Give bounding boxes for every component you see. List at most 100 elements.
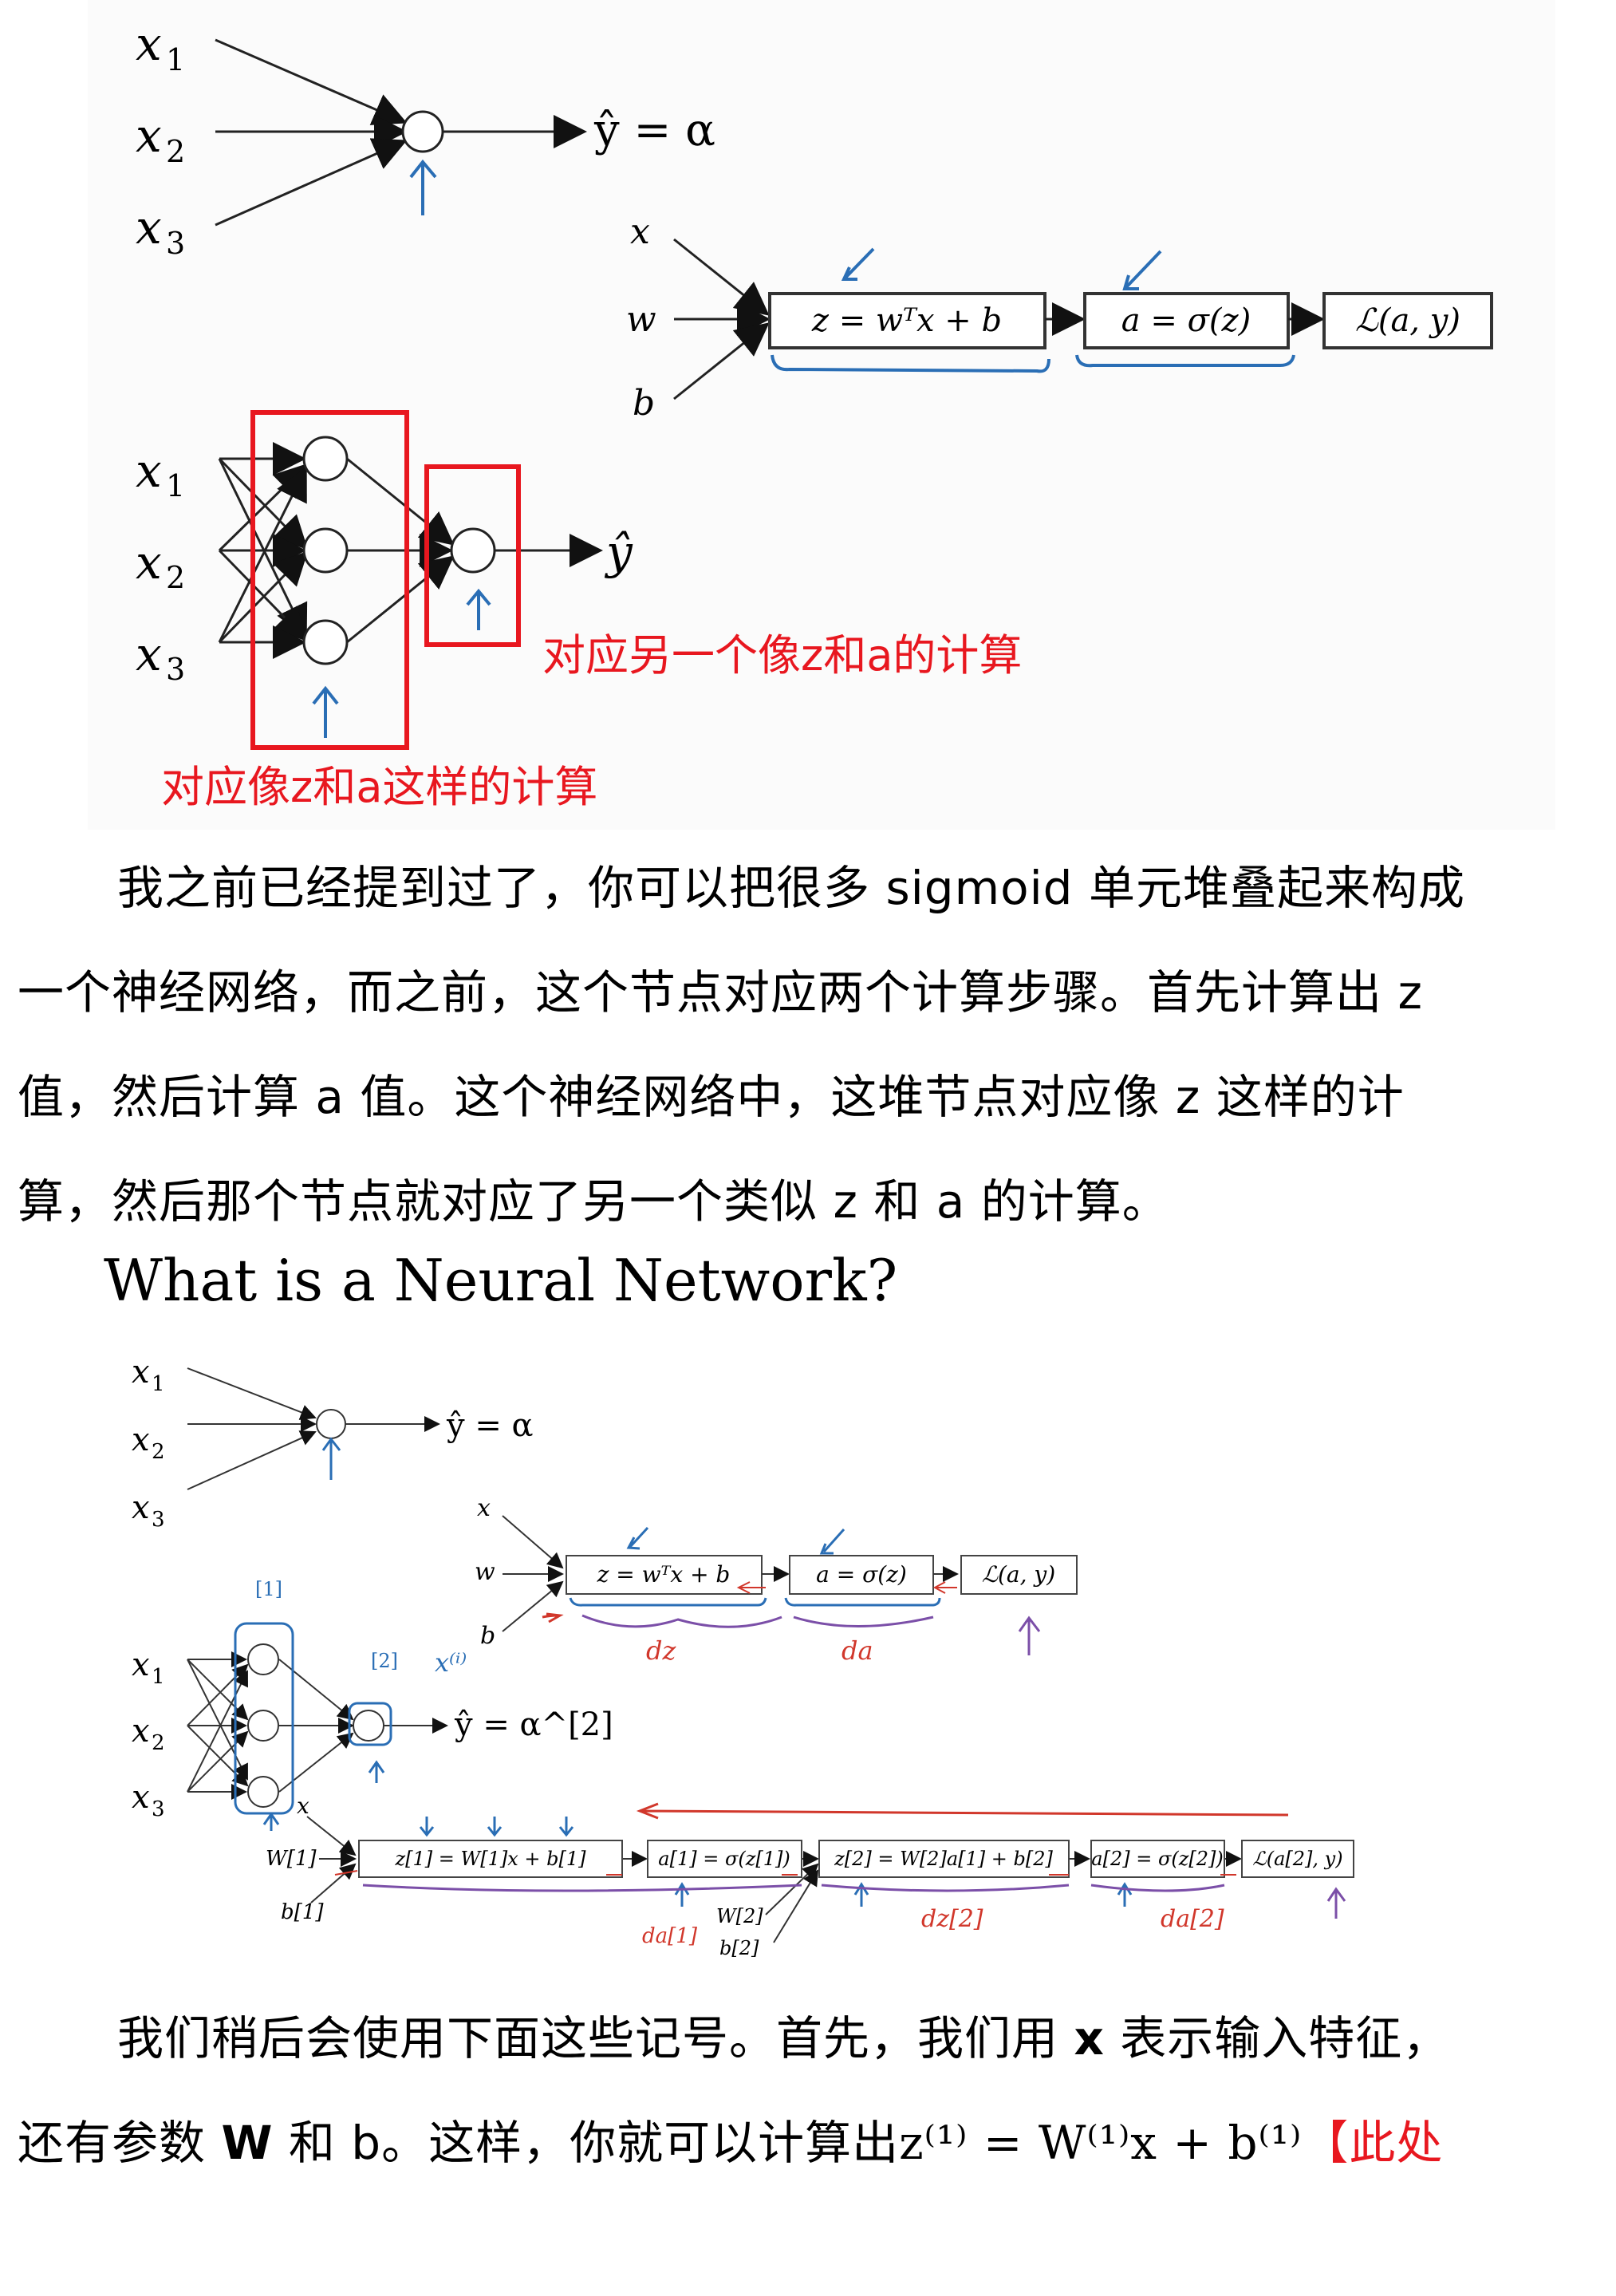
blue-check-icon (626, 1526, 649, 1550)
f2-layer2-mark: [2] (371, 1650, 398, 1672)
nn-output-yhat: ŷ (604, 525, 633, 579)
f2-layer1-mark: [1] (255, 1578, 282, 1600)
f2-output-layer-box (348, 1702, 392, 1746)
figure1-svg: x 1 x 2 x 3 ŷ = α x w b z = wᵀx + b a = … (136, 17, 1493, 812)
blue-check-icon (841, 247, 875, 281)
caption-output-node: 对应另一个像z和a的计算 (542, 630, 1022, 681)
paragraph-2-line1: 我们稍后会使用下面这些记号。首先，我们用 x 表示输入特征， (18, 1986, 1485, 2091)
f2-x3-sub: 3 (152, 1508, 165, 1532)
f2-nn-output: ŷ = α^[2] (454, 1706, 613, 1743)
figure-what-is-nn: What is a Neural Network? x 1 x 2 x 3 ŷ … (72, 1241, 1492, 1971)
loss-box (1322, 292, 1493, 349)
f2-nn-x3-sub: 3 (152, 1797, 165, 1821)
f2-output-label: ŷ = α (446, 1407, 534, 1444)
neuron-node (401, 110, 444, 153)
f2-chain-z1: z[1] = W[1]x + b[1] (395, 1848, 587, 1870)
f2-x1: x (132, 1354, 150, 1391)
single-neuron-diagram: x 1 x 2 x 3 ŷ = α (136, 17, 715, 261)
lr-input-b: b (633, 383, 655, 424)
input-x2-sub: 2 (166, 134, 185, 169)
f2-hidden-layer-box (234, 1622, 294, 1815)
f2-nn-x1: x (132, 1647, 150, 1683)
nn-input-x2-sub: 2 (166, 560, 185, 595)
input-x3-label: x (136, 200, 162, 254)
p2-text-a: 我们稍后会使用下面这些记号。首先，我们用 (117, 2011, 1074, 2065)
caption-hidden-layer: 对应像z和a这样的计算 (161, 762, 597, 812)
output-node (450, 527, 496, 574)
nn-input-x3-sub: 3 (166, 652, 185, 687)
f2-lr-w: w (475, 1558, 495, 1586)
nn-input-x1-sub: 1 (166, 468, 185, 503)
p2-note: 【此处 (1302, 2116, 1444, 2170)
p2-formula: z⁽¹⁾ = W⁽¹⁾x + b⁽¹⁾ (899, 2116, 1303, 2170)
p2-text-c: 还有参数 (18, 2116, 222, 2170)
f2-chain-w2: W[2] (716, 1905, 763, 1927)
f2-lr-x: x (477, 1494, 491, 1522)
f2-x2-sub: 2 (152, 1440, 165, 1464)
blue-check-icon (1122, 250, 1162, 290)
f2-chain-a2: a[2] = σ(z[2]) (1091, 1848, 1223, 1870)
p2-text-d: 和 b。这样，你就可以计算出 (273, 2116, 900, 2170)
f2-nn-x2-sub: 2 (152, 1731, 165, 1755)
f2-xi-mark: x⁽ⁱ⁾ (435, 1647, 467, 1678)
f2-z-box: z = wᵀx + b (597, 1561, 731, 1588)
f2-chain-b2: b[2] (719, 1937, 759, 1959)
f2-chain-dz2: dz[2] (921, 1905, 983, 1933)
hidden-layer-red-box (250, 410, 409, 750)
z-box (768, 292, 1046, 349)
f2-chain-z2: z[2] = W[2]a[1] + b[2] (834, 1848, 1053, 1870)
output-yhat-label: ŷ = α (593, 105, 715, 156)
f2-x1-sub: 1 (152, 1372, 165, 1396)
backprop-arrow-icon (636, 1802, 1289, 1820)
p2-text-b: 表示输入特征， (1104, 2011, 1450, 2065)
f2-nn-x2: x (132, 1713, 150, 1750)
f2-chain-a1: a[1] = σ(z[1]) (658, 1848, 790, 1870)
f2-a-box: a = σ(z) (816, 1561, 907, 1588)
purple-up-arrow-icon (1018, 1615, 1041, 1655)
f2-lr-b: b (480, 1622, 495, 1650)
a-box (1083, 292, 1290, 349)
f2-chain-b1: b[1] (281, 1900, 324, 1924)
input-x1-sub: 1 (166, 42, 185, 77)
hidden-node (302, 436, 349, 482)
lr-input-w: w (626, 299, 656, 340)
p2-bold-x: x (1074, 2011, 1105, 2065)
f2-x3: x (132, 1489, 150, 1526)
f2-chain-da2: da[2] (1161, 1905, 1224, 1933)
nn-input-x2: x (136, 535, 162, 590)
blue-up-arrow-icon (409, 159, 437, 215)
figure-logistic-to-nn: x 1 x 2 x 3 ŷ = α x w b z = wᵀx + b a = … (88, 0, 1555, 830)
loss-box-formula: ℒ(a, y) (1355, 302, 1460, 339)
paragraph-2-line2: 还有参数 W 和 b。这样，你就可以计算出z⁽¹⁾ = W⁽¹⁾x + b⁽¹⁾… (18, 2091, 1485, 2195)
lr-input-x: x (630, 211, 650, 252)
logistic-computation-graph: x w b z = wᵀx + b a = σ(z) ℒ(a, y) (626, 211, 1493, 424)
f2-nn-x3: x (132, 1779, 150, 1816)
paragraph-1-text: 我之前已经提到过了，你可以把很多 sigmoid 单元堆叠起来构成一个神经网络，… (18, 861, 1465, 1229)
purple-brace-icon (581, 1614, 782, 1628)
blue-brace-icon (771, 354, 1050, 373)
f2-chain-loss: ℒ(a[2], y) (1252, 1848, 1342, 1870)
blue-up-arrow-icon (321, 1437, 341, 1480)
input-x1-label: x (136, 17, 162, 71)
paragraph-1: 我之前已经提到过了，你可以把很多 sigmoid 单元堆叠起来构成一个神经网络，… (18, 836, 1485, 1254)
f2-nn-x1-sub: 1 (152, 1665, 165, 1689)
figure2-svg: What is a Neural Network? x 1 x 2 x 3 ŷ … (104, 1247, 1354, 1959)
nn-input-x1: x (136, 444, 162, 498)
f2-chain-da1: da[1] (642, 1924, 698, 1948)
f2-grad-dz: dz (646, 1635, 676, 1666)
blue-up-arrow-icon (466, 588, 491, 630)
hidden-node (302, 619, 349, 665)
blue-check-icon (819, 1529, 845, 1555)
z-box-formula: z = wᵀx + b (811, 302, 1002, 339)
a-box-formula: a = σ(z) (1121, 302, 1251, 339)
f2-x2: x (132, 1422, 150, 1458)
p2-bold-W: W (221, 2116, 274, 2170)
neural-network-diagram: x 1 x 2 x 3 ŷ 对应另一个像z和a的计算 (136, 410, 1022, 812)
f2-chain-w1: W[1] (266, 1847, 317, 1871)
hidden-node (302, 527, 349, 574)
paragraph-2: 我们稍后会使用下面这些记号。首先，我们用 x 表示输入特征， 还有参数 W 和 … (18, 1986, 1485, 2195)
f2-grad-da: da (842, 1635, 873, 1666)
figure2-title: What is a Neural Network? (104, 1247, 897, 1314)
blue-brace-icon (1075, 354, 1295, 368)
f2-loss-box: ℒ(a, y) (982, 1561, 1055, 1588)
